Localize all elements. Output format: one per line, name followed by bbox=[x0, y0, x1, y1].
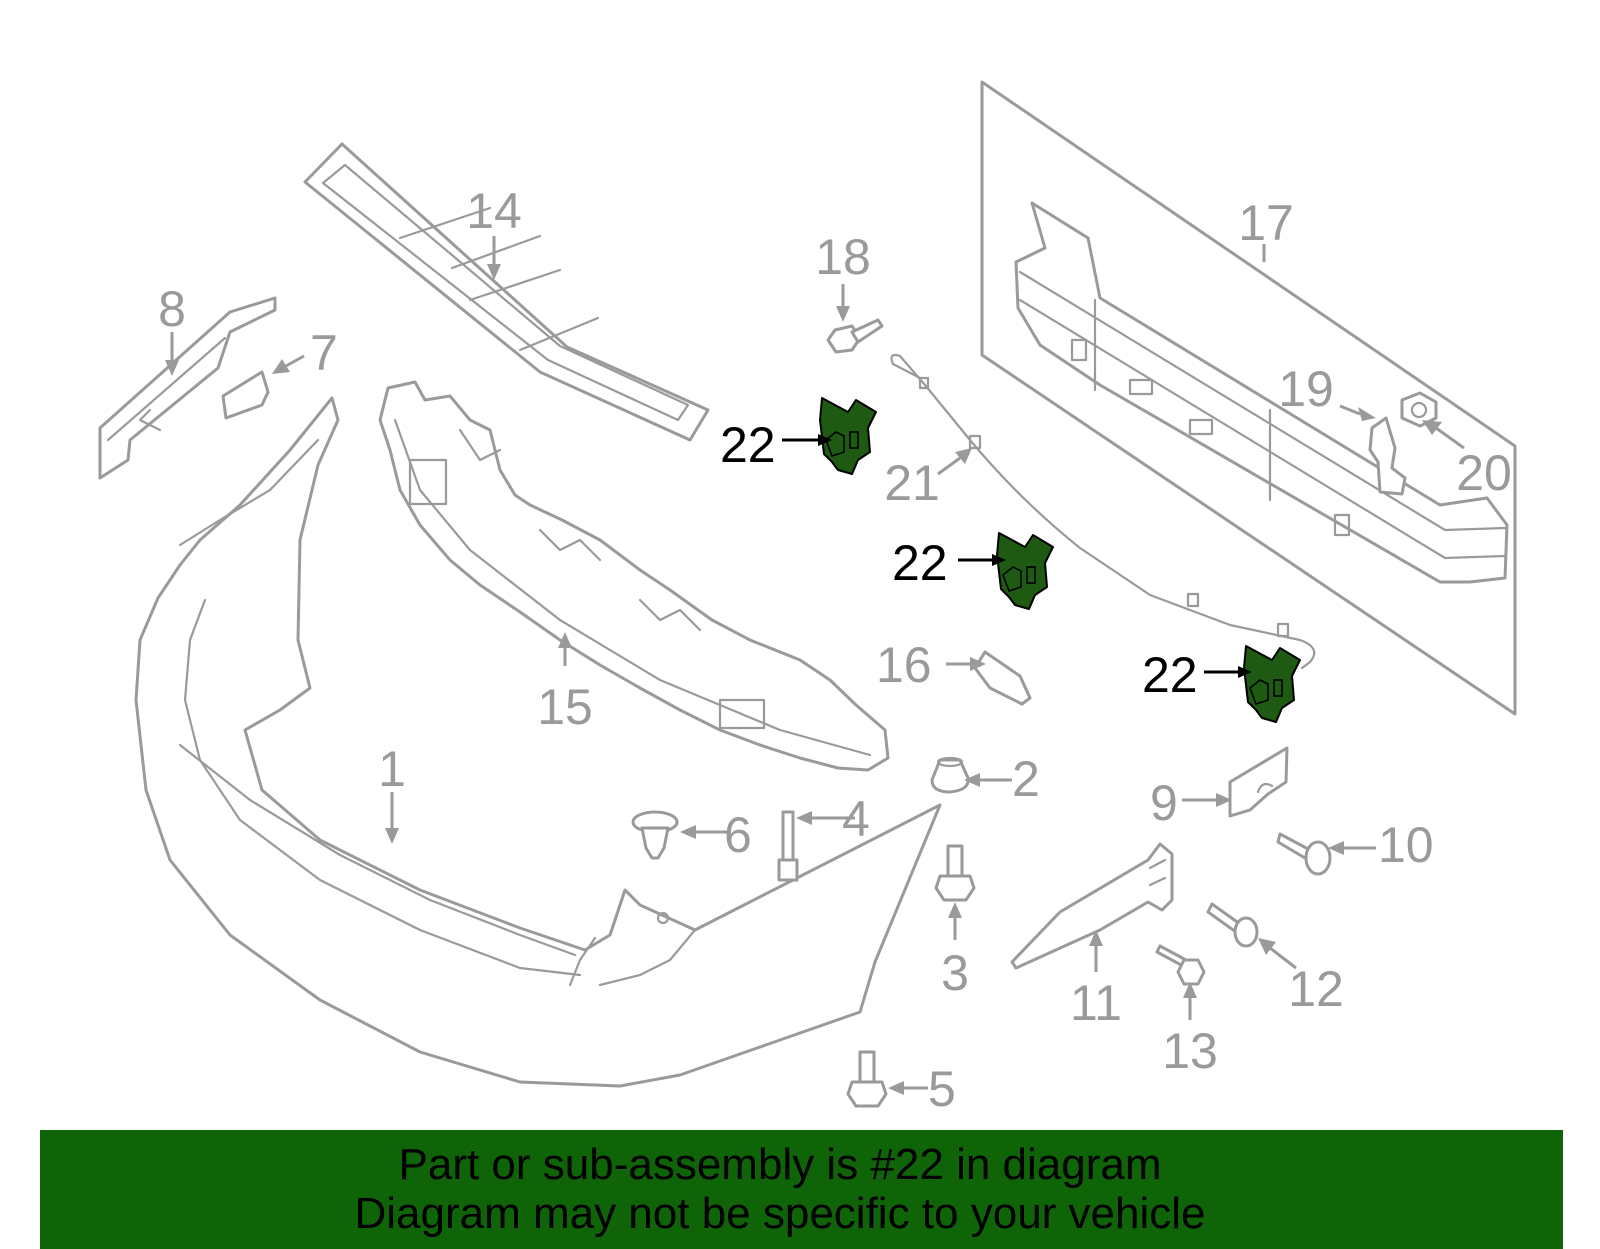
callout-9: 9 bbox=[1150, 775, 1178, 831]
callout-2: 2 bbox=[1012, 751, 1040, 807]
callout-10: 10 bbox=[1378, 817, 1434, 873]
part-20-nut bbox=[1400, 391, 1438, 428]
info-banner: Part or sub-assembly is #22 in diagram D… bbox=[40, 1130, 1563, 1249]
callout-21: 21 bbox=[884, 455, 940, 511]
callout-22-a: 22 bbox=[720, 417, 776, 473]
callout-3: 3 bbox=[941, 945, 969, 1001]
part-4-stud bbox=[777, 810, 799, 882]
callout-16: 16 bbox=[876, 637, 932, 693]
part-22-bracket-c bbox=[1243, 645, 1301, 723]
part-15-energy-absorber bbox=[378, 380, 890, 772]
callout-22-c: 22 bbox=[1142, 647, 1198, 703]
callout-17: 17 bbox=[1238, 195, 1294, 251]
part-2-grommet bbox=[930, 756, 970, 794]
callout-13: 13 bbox=[1162, 1023, 1218, 1079]
part-11-side-bracket bbox=[1010, 842, 1174, 970]
part-16-clip bbox=[973, 650, 1032, 706]
callout-1: 1 bbox=[378, 741, 406, 797]
callout-14: 14 bbox=[466, 183, 522, 239]
callout-19: 19 bbox=[1278, 361, 1334, 417]
part-1-bumper-cover bbox=[134, 396, 942, 1088]
callout-labels: 1 2 3 4 5 6 7 8 9 10 11 12 13 14 15 16 1… bbox=[158, 183, 1512, 1117]
part-22-bracket-b bbox=[996, 532, 1054, 610]
part-8-side-bracket bbox=[98, 296, 277, 480]
callout-22-b: 22 bbox=[892, 535, 948, 591]
callout-8: 8 bbox=[158, 281, 186, 337]
callout-20: 20 bbox=[1456, 445, 1512, 501]
callout-5: 5 bbox=[928, 1061, 956, 1117]
callout-18: 18 bbox=[815, 229, 871, 285]
part-22-bracket-a bbox=[819, 397, 877, 475]
callout-7: 7 bbox=[310, 325, 338, 381]
part-7-clip bbox=[221, 370, 270, 420]
part-21-wire-harness bbox=[890, 353, 1316, 670]
part-3-bolt bbox=[934, 844, 976, 902]
callout-11: 11 bbox=[1070, 975, 1122, 1031]
highlight-leader-lines bbox=[782, 434, 1252, 678]
part-19-bracket bbox=[1368, 416, 1407, 496]
part-10-screw bbox=[1276, 832, 1332, 876]
part-13-bolt bbox=[1155, 944, 1206, 986]
part-18-bolt bbox=[826, 318, 884, 354]
callout-4: 4 bbox=[842, 791, 870, 847]
leader-lines bbox=[165, 236, 1465, 1095]
part-5-bolt bbox=[846, 1050, 888, 1108]
banner-line-part-number: Part or sub-assembly is #22 in diagram bbox=[398, 1140, 1162, 1189]
callout-6: 6 bbox=[724, 807, 752, 863]
part-14-step-pad bbox=[303, 142, 710, 442]
callout-15: 15 bbox=[537, 679, 593, 735]
part-9-bracket bbox=[1228, 746, 1289, 818]
part-6-push-clip bbox=[631, 810, 679, 860]
part-17-reinforcement-panel bbox=[980, 80, 1517, 716]
callout-12: 12 bbox=[1288, 961, 1344, 1017]
banner-line-disclaimer: Diagram may not be specific to your vehi… bbox=[354, 1189, 1206, 1238]
part-12-screw bbox=[1206, 902, 1259, 948]
